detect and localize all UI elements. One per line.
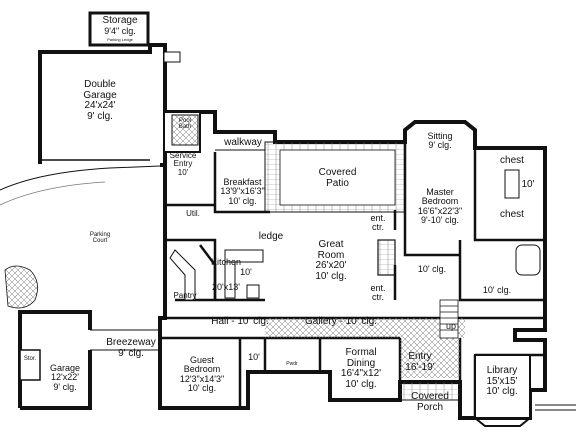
- powder-label: Pwdr: [286, 361, 298, 367]
- covered-porch-label: Covered Porch: [411, 391, 449, 413]
- ent-ctr-top-label: ent. ctr.: [370, 213, 386, 233]
- ent-ctr-bottom-label: ent. ctr.: [370, 283, 386, 303]
- great-room-label: Great Room 26'x20' 10' clg.: [315, 239, 347, 282]
- chest-top-label: chest: [500, 155, 524, 166]
- covered-porch-floor: [399, 381, 461, 401]
- parking-court-edge-2: [0, 181, 106, 206]
- sitting-label: Sitting 9' clg.: [427, 131, 453, 151]
- covered-patio-inner: [279, 149, 396, 206]
- up-label: up: [445, 321, 456, 331]
- kitchen-size-label: 20'x13': [212, 282, 240, 292]
- master-bath-clg-label: 10' clg.: [417, 264, 447, 274]
- entry-floor: [400, 338, 460, 378]
- parking-court-edge: [0, 165, 161, 191]
- utility-label: Util.: [186, 209, 200, 218]
- sitting-bay: [404, 121, 476, 148]
- ledge-label: ledge: [258, 231, 284, 242]
- porch-steps: [535, 404, 576, 411]
- library-front-bay: [474, 417, 531, 427]
- pool-bath-block: [171, 114, 199, 146]
- covered-patio-label: Covered Patio: [318, 167, 357, 189]
- gallery-floor: [265, 318, 465, 338]
- formal-dining-label: Formal Dining 16'4"x12' 10' clg.: [340, 347, 382, 390]
- kitchen-counters: [169, 249, 264, 301]
- library-room: [474, 354, 531, 419]
- walkway-label: walkway: [224, 137, 262, 148]
- breezeway-label: Breezeway 9' clg.: [106, 337, 156, 359]
- entry-label: Entry 16'-19': [405, 351, 435, 373]
- storage-label: Storage 9'4" clg.: [102, 15, 138, 36]
- service-entry-label: Service Entry 10': [169, 151, 197, 177]
- pantry-label: Pantry: [173, 291, 197, 300]
- stor-label: Stor.: [23, 356, 37, 362]
- kitchen-clg-label: 10': [240, 267, 252, 277]
- guest-bedroom-label: Guest Bedroom 12'3"x14'3" 10' clg.: [179, 355, 225, 394]
- chest-bottom-label: chest: [500, 209, 524, 220]
- storage-room: [88, 11, 150, 47]
- landscape-bed: [4, 265, 38, 309]
- walk-in-clg-label: 10' clg.: [482, 285, 512, 295]
- pool-bath-label: Pool Bath: [178, 118, 192, 131]
- bathtub: [515, 244, 541, 276]
- stairs: [439, 299, 459, 339]
- gallery-label: Gallery - 10' clg.: [305, 316, 377, 327]
- small-garage-right-wall: [20, 350, 92, 410]
- closet-island: [504, 169, 520, 199]
- closet-clg-label: 10': [521, 179, 535, 190]
- garage-label: Garage 12'x22' 9' clg.: [49, 363, 81, 392]
- fireplace: [377, 239, 396, 276]
- double-garage-label: Double Garage 24'x24' 9' clg.: [83, 79, 117, 122]
- parking-ledge-label: Parking Ledge: [107, 37, 133, 42]
- garage-step: [163, 51, 181, 63]
- kitchen-label: Kitchen: [210, 257, 242, 267]
- master-bedroom-label: Master Bedroom 16'6"x22'3" 9'-10' clg.: [417, 187, 463, 226]
- hall-label: Hall - 10' clg.: [211, 316, 269, 327]
- stor-room: [19, 349, 41, 381]
- guest-bath-clg-label: 10': [248, 352, 260, 362]
- library-label: Library 15'x15' 10' clg.: [486, 365, 518, 397]
- parking-court-label: Parking Court: [89, 232, 111, 245]
- breakfast-label: Breakfast 13'9"x16'3" 10' clg.: [220, 177, 265, 206]
